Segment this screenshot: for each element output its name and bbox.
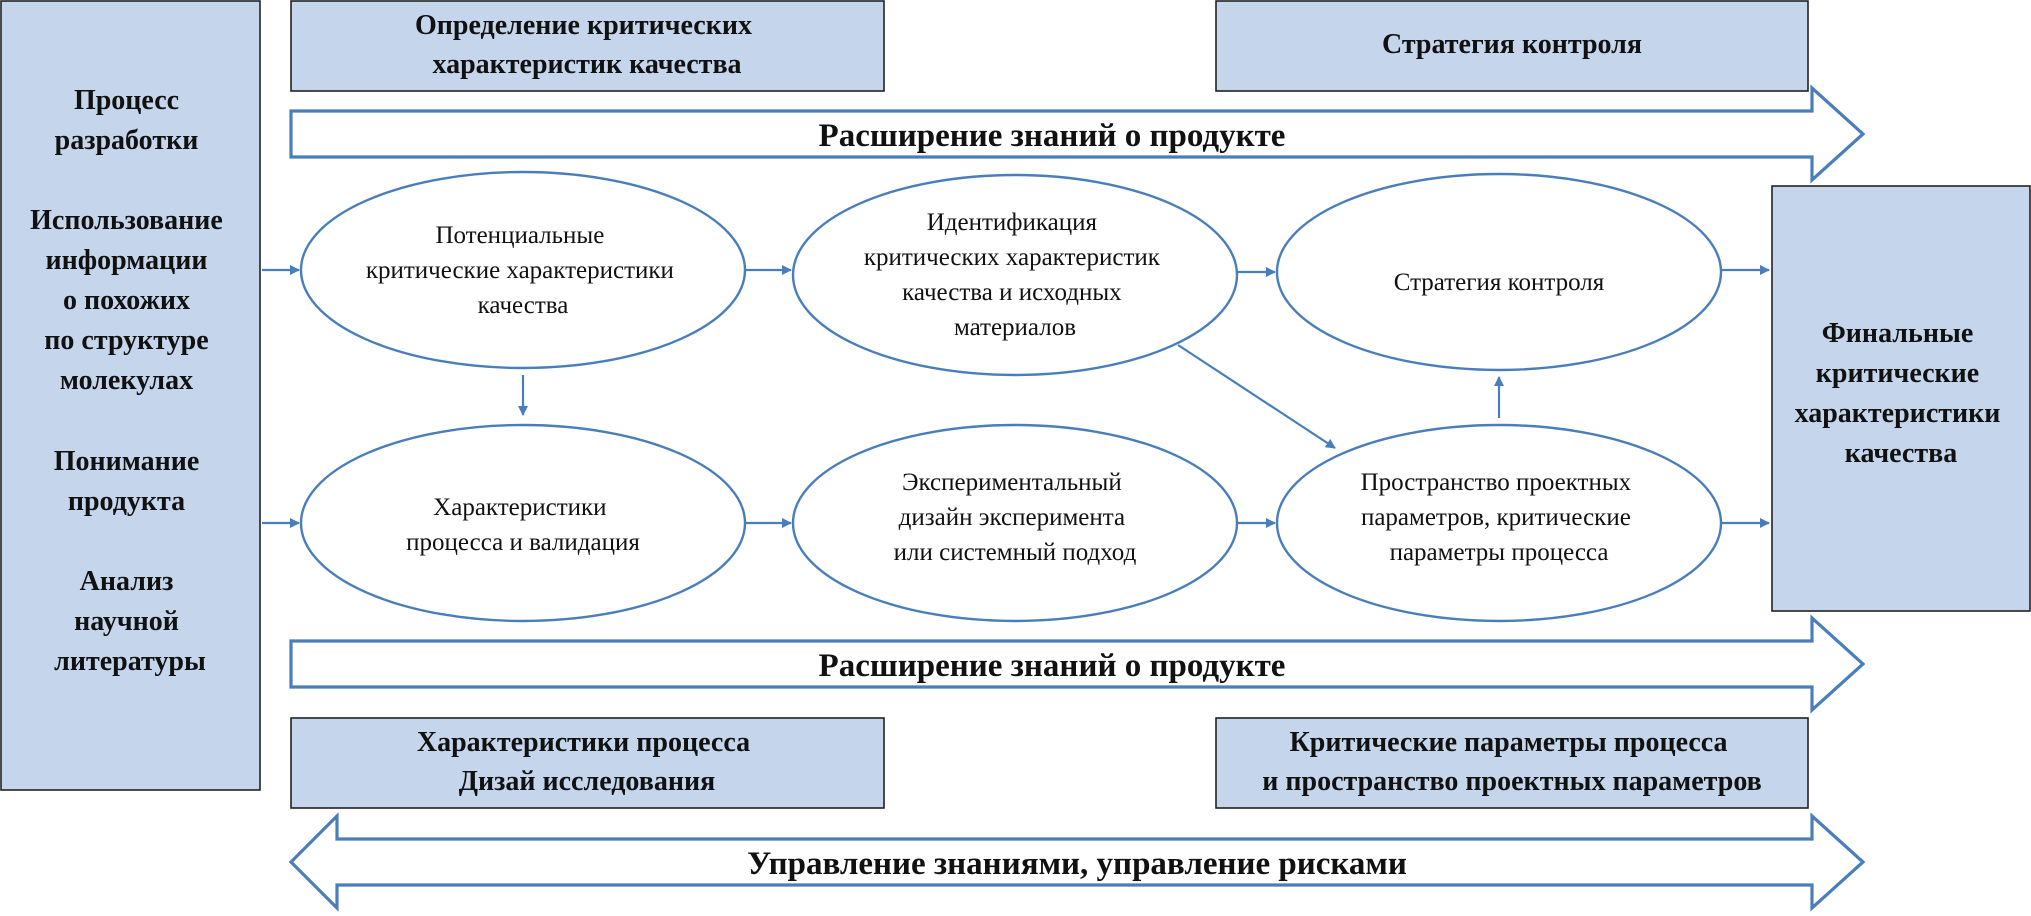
ellipse-line: качества — [478, 292, 569, 319]
ellipse-line: параметров, критические — [1361, 504, 1631, 531]
left-panel-line: продукта — [68, 486, 185, 517]
bottom-right-box: Критические параметры процесса и простра… — [1215, 717, 1809, 809]
ellipse-line: параметры процесса — [1390, 539, 1609, 566]
ellipse-line: или системный подход — [894, 539, 1137, 566]
left-panel-line: Анализ — [80, 566, 174, 597]
top-right-box-text: Стратегия контроля — [1382, 29, 1642, 60]
left-panel-text: Процесс разработки Использование информа… — [30, 85, 230, 677]
ellipse-doe-text: Экспериментальный дизайн эксперимента ил… — [894, 469, 1137, 566]
right-panel-text: Финальные критические характеристики кач… — [1795, 318, 2008, 469]
ellipse-design-space: Пространство проектных параметров, крити… — [1275, 423, 1723, 623]
connectors — [262, 265, 1770, 528]
ellipse-line: качества и исходных — [902, 279, 1122, 306]
ellipse-line: критических характеристик — [864, 244, 1161, 271]
left-panel-line: Понимание — [54, 446, 200, 477]
top-left-box-text: Определение критических характеристик ка… — [415, 10, 759, 80]
bottom-left-box-line: Дизай исследования — [459, 766, 716, 797]
middle-knowledge-band: Расширение знаний о продукте — [289, 614, 1866, 714]
ellipse-line: Идентификация — [927, 209, 1098, 236]
ellipse-line: процесса и валидация — [406, 529, 640, 556]
ellipse-control-strategy-text: Стратегия контроля — [1394, 269, 1605, 296]
ellipse-process-characterization: Характеристики процесса и валидация — [299, 423, 747, 623]
bottom-right-box-line: Критические параметры процесса — [1289, 727, 1727, 758]
knowledge-risk-management-band: Управление знаниями, управление рисками — [288, 812, 1866, 912]
left-panel-line: Использование — [30, 205, 223, 236]
ellipse-line: критические характеристики — [366, 257, 674, 284]
right-panel: Финальные критические характеристики кач… — [1771, 185, 2031, 612]
ellipse-control-strategy: Стратегия контроля — [1275, 172, 1723, 372]
ellipse-line: материалов — [954, 314, 1076, 341]
ellipse-line: Пространство проектных — [1361, 469, 1632, 496]
ellipse-process-characterization-text: Характеристики процесса и валидация — [406, 494, 640, 556]
left-panel-line: по структуре — [44, 325, 208, 356]
bottom-left-box-text: Характеристики процесса Дизай исследован… — [417, 727, 757, 797]
ellipse-line: Экспериментальный — [902, 469, 1122, 496]
left-panel-line: молекулах — [60, 365, 193, 396]
top-left-box-line: характеристик качества — [432, 49, 741, 80]
left-panel-line: информации — [45, 245, 207, 276]
bottom-band-label: Управление знаниями, управление рисками — [747, 846, 1407, 882]
bottom-right-box-line: и пространство проектных параметров — [1262, 766, 1762, 797]
left-panel-line: о похожих — [63, 285, 190, 316]
ellipse-design-space-text: Пространство проектных параметров, крити… — [1361, 469, 1638, 566]
left-panel-line: разработки — [55, 125, 199, 156]
top-knowledge-band: Расширение знаний о продукте — [289, 84, 1866, 184]
middle-band-label: Расширение знаний о продукте — [819, 648, 1286, 684]
arrow-identification-to-design-space — [1177, 344, 1336, 449]
bottom-left-box: Характеристики процесса Дизай исследован… — [290, 717, 885, 809]
bottom-right-box-text: Критические параметры процесса и простра… — [1262, 727, 1762, 797]
left-panel-line: Процесс — [74, 85, 179, 116]
bottom-left-box-line: Характеристики процесса — [417, 727, 750, 758]
ellipse-line: дизайн эксперимента — [899, 504, 1125, 531]
top-right-box-line: Стратегия контроля — [1382, 29, 1642, 60]
ellipse-line: Потенциальные — [435, 222, 604, 249]
ellipse-potential-cqa-text: Потенциальные критические характеристики… — [366, 222, 680, 319]
ellipse-line: Характеристики — [433, 494, 606, 521]
top-left-box-line: Определение критических — [415, 10, 752, 41]
left-panel-line: научной — [74, 606, 179, 637]
left-panel: Процесс разработки Использование информа… — [0, 0, 261, 791]
left-panel-line: литературы — [54, 646, 206, 677]
ellipse-line: Стратегия контроля — [1394, 269, 1605, 296]
ellipse-cqa-identification-text: Идентификация критических характеристик … — [864, 209, 1166, 341]
right-panel-line: качества — [1845, 438, 1957, 469]
right-panel-line: Финальные — [1822, 318, 1974, 349]
top-right-box: Стратегия контроля — [1215, 0, 1809, 92]
right-panel-line: характеристики — [1795, 398, 2001, 429]
ellipse-doe: Экспериментальный дизайн эксперимента ил… — [791, 423, 1239, 623]
ellipse-cqa-identification: Идентификация критических характеристик … — [791, 173, 1239, 377]
right-panel-line: критические — [1816, 358, 1979, 389]
ellipse-potential-cqa: Потенциальные критические характеристики… — [299, 170, 747, 370]
top-left-box: Определение критических характеристик ка… — [290, 0, 885, 92]
top-band-label: Расширение знаний о продукте — [819, 118, 1286, 154]
